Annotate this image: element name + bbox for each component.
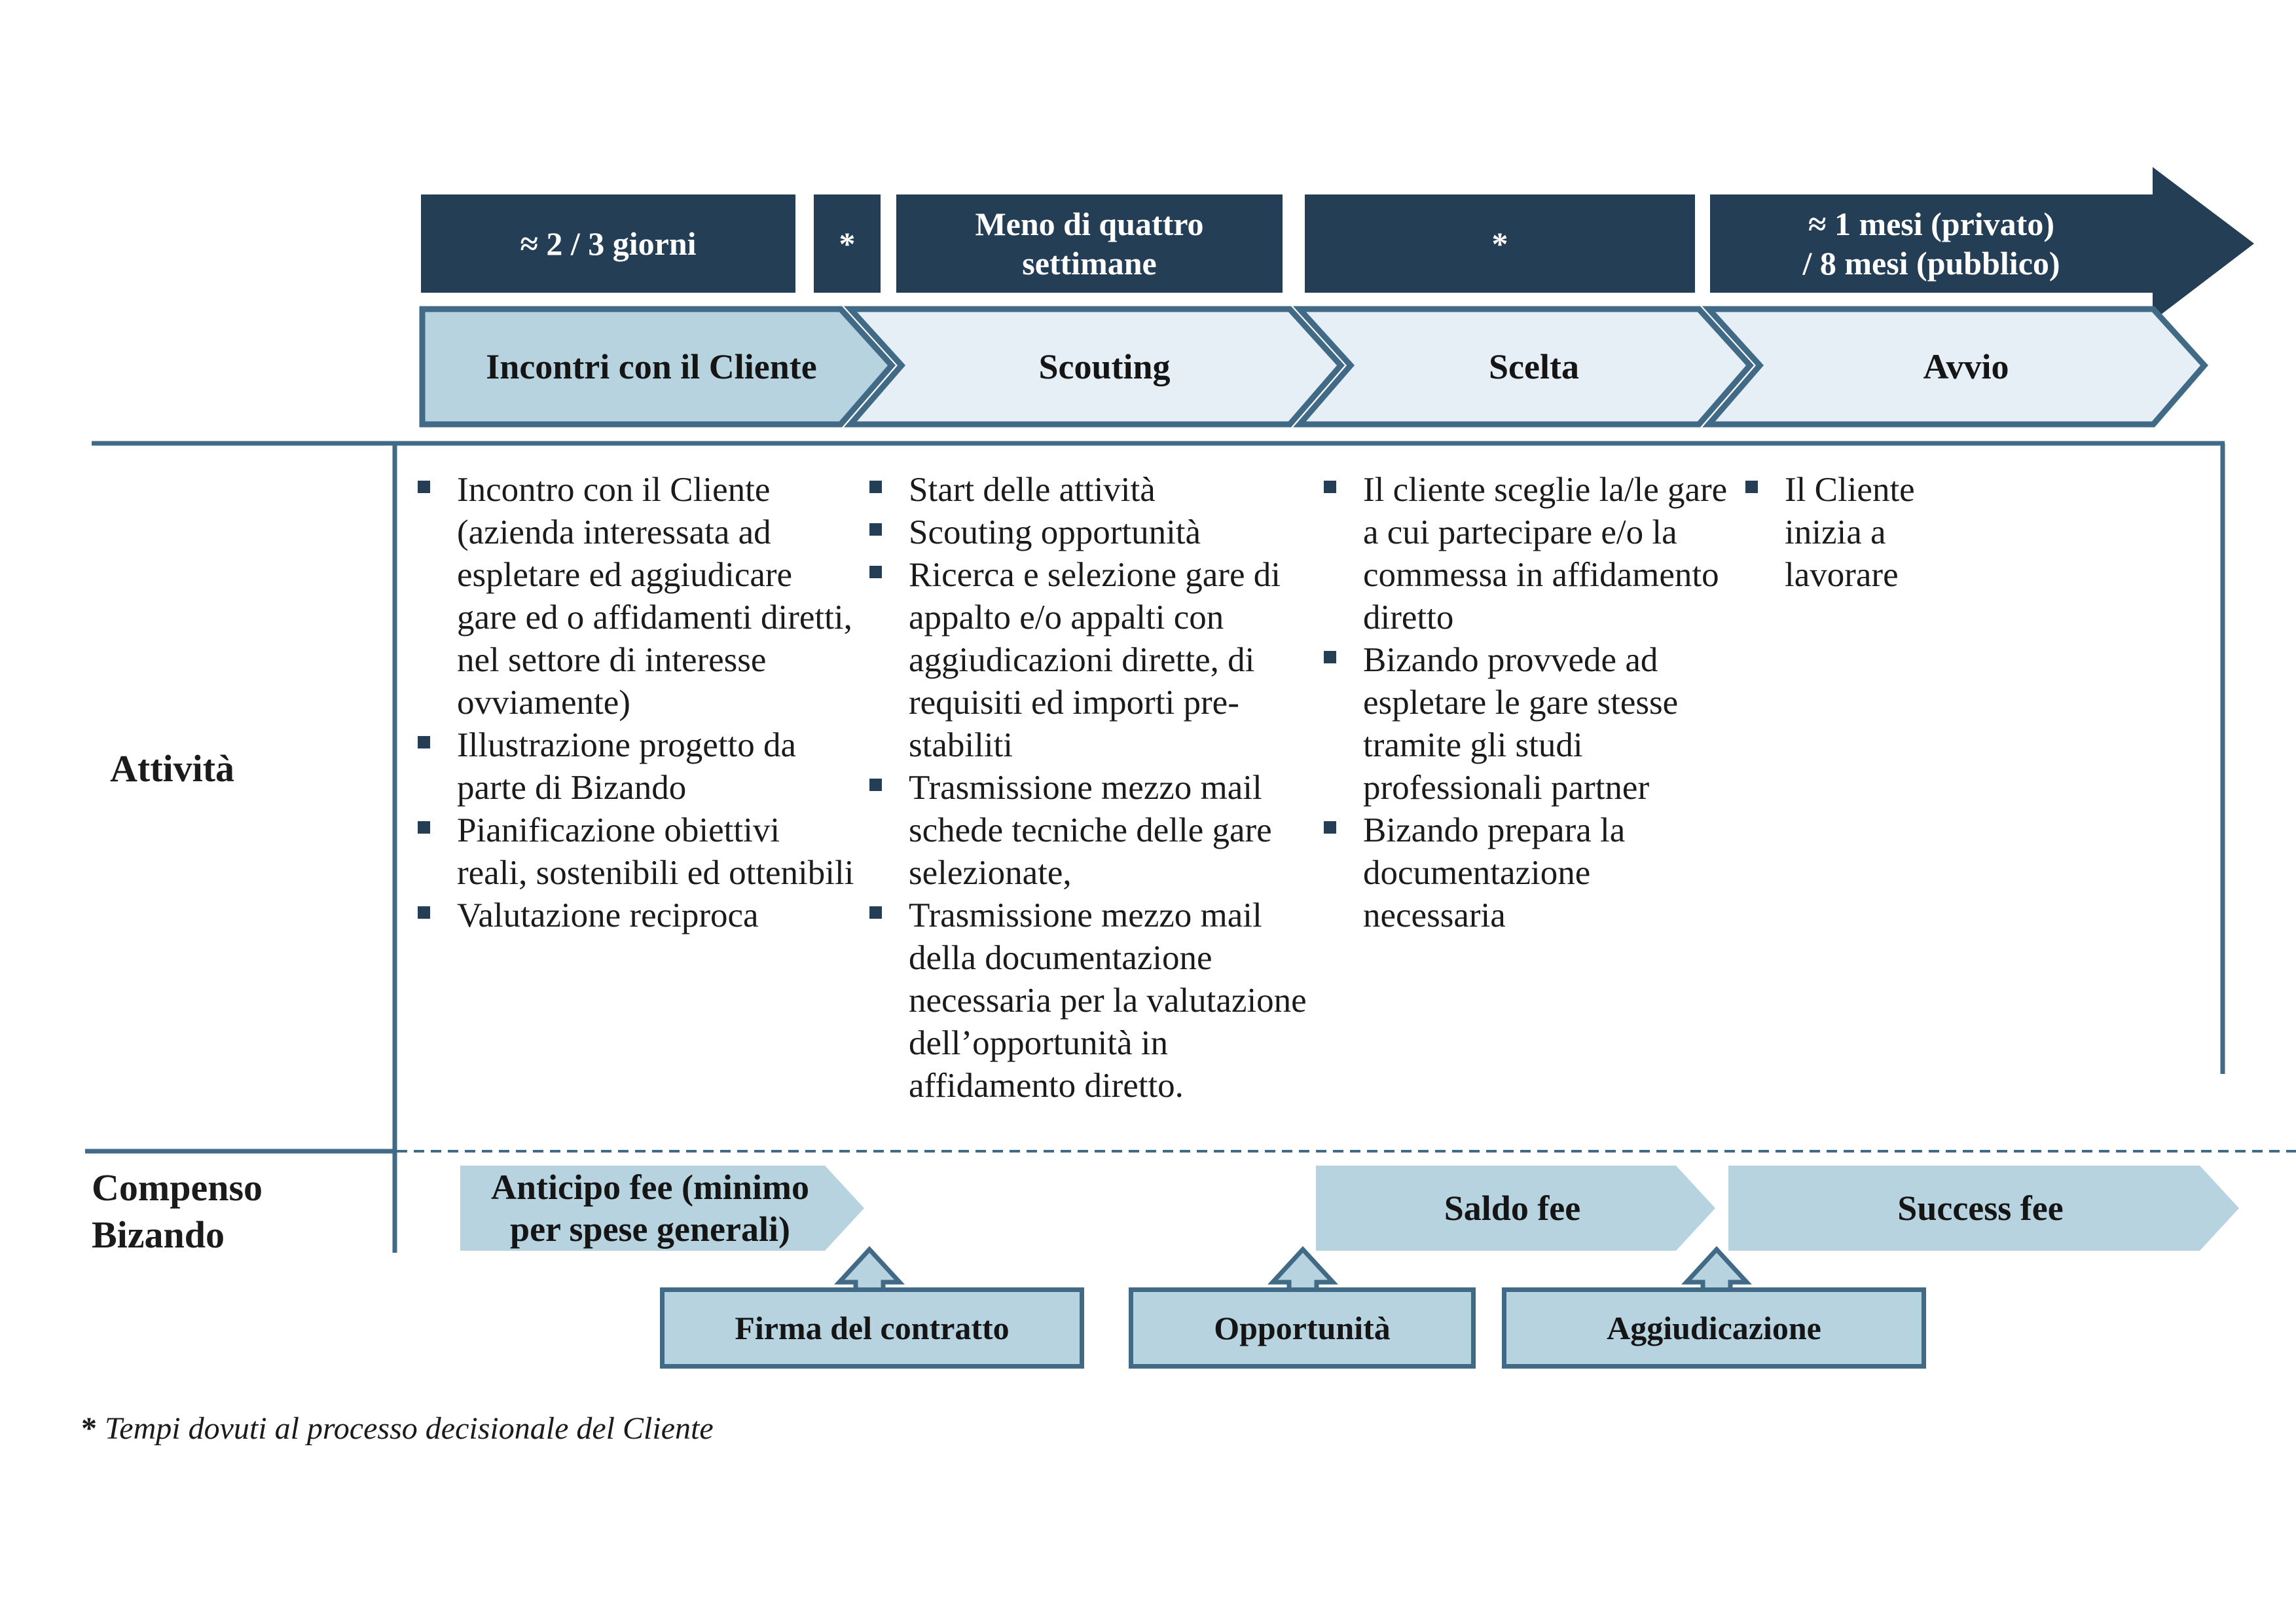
phase-chevron-scouting: [843, 306, 1345, 428]
duration-label-3: Meno di quattro settimane: [975, 206, 1204, 282]
duration-label-5: ≈ 1 mesi (privato) / 8 mesi (pubblico): [1802, 206, 2060, 282]
duration-arrow-5: [1710, 167, 2254, 321]
fee-label-anticipo: Anticipo fee (minimo per spese generali): [491, 1168, 809, 1249]
activity-item: Pianificazione obiettivi reali, sostenib…: [418, 809, 855, 895]
duration-label-4: *: [1491, 225, 1508, 262]
duration-bar-3: [896, 194, 1283, 293]
activity-item: Start delle attività: [869, 469, 1328, 511]
fee-arrow-success: [1728, 1166, 2239, 1251]
activity-item: Trasmissione mezzo mail schede tecniche …: [869, 767, 1328, 895]
activity-item: Scouting opportunità: [869, 511, 1328, 554]
activity-item: Ricerca e selezione gare di appalto e/o …: [869, 554, 1328, 767]
duration-label-1: ≈ 2 / 3 giorni: [520, 225, 697, 262]
activity-item: Bizando prepara la documentazione necess…: [1324, 809, 1730, 937]
activity-item: Incontro con il Cliente (azienda interes…: [418, 469, 855, 724]
fee-arrow-saldo: [1316, 1166, 1715, 1251]
activities-avvio: Il Cliente inizia a lavorare: [1745, 469, 1942, 597]
phase-chevron-incontri: [419, 306, 896, 428]
duration-bar-1: [421, 194, 795, 293]
milestone-aggiudicazione: Aggiudicazione: [1502, 1287, 1926, 1369]
activities-scouting: Start delle attività Scouting opportunit…: [869, 469, 1328, 1107]
activity-item: Il Cliente inizia a lavorare: [1745, 469, 1942, 597]
activities-incontri: Incontro con il Cliente (azienda interes…: [418, 469, 855, 937]
duration-bar-4: [1305, 194, 1695, 293]
footnote-star: *: [81, 1411, 97, 1446]
milestone-firma-contratto: Firma del contratto: [660, 1287, 1084, 1369]
footnote-text: Tempi dovuti al processo decisionale del…: [105, 1411, 714, 1446]
fee-label-success: Success fee: [1897, 1189, 2064, 1228]
phase-label-scouting: Scouting: [1038, 347, 1171, 386]
activity-item: Valutazione reciproca: [418, 895, 855, 937]
footnote: * Tempi dovuti al processo decisionale d…: [81, 1411, 714, 1447]
milestone-opportunita: Opportunità: [1129, 1287, 1476, 1369]
fee-arrow-anticipo: [460, 1166, 864, 1251]
phase-chevron-avvio: [1702, 306, 2209, 428]
activity-item: Il cliente sceglie la/le gare a cui part…: [1324, 469, 1730, 639]
phase-label-incontri: Incontri con il Cliente: [486, 347, 817, 386]
phase-label-scelta: Scelta: [1489, 347, 1579, 386]
activity-item: Trasmissione mezzo mail della documentaz…: [869, 895, 1328, 1107]
row-label-attivita: Attività: [110, 747, 235, 790]
activity-item: Bizando provvede ad espletare le gare st…: [1324, 639, 1730, 809]
row-label-compenso: Compenso Bizando: [92, 1166, 263, 1256]
phase-chevron-scelta: [1292, 306, 1755, 428]
activity-item: Illustrazione progetto da parte di Bizan…: [418, 724, 855, 809]
duration-label-2: *: [839, 225, 856, 262]
activities-scelta: Il cliente sceglie la/le gare a cui part…: [1324, 469, 1730, 937]
duration-bar-2: [814, 194, 881, 293]
fee-label-saldo: Saldo fee: [1444, 1189, 1581, 1228]
phase-label-avvio: Avvio: [1923, 347, 2009, 386]
